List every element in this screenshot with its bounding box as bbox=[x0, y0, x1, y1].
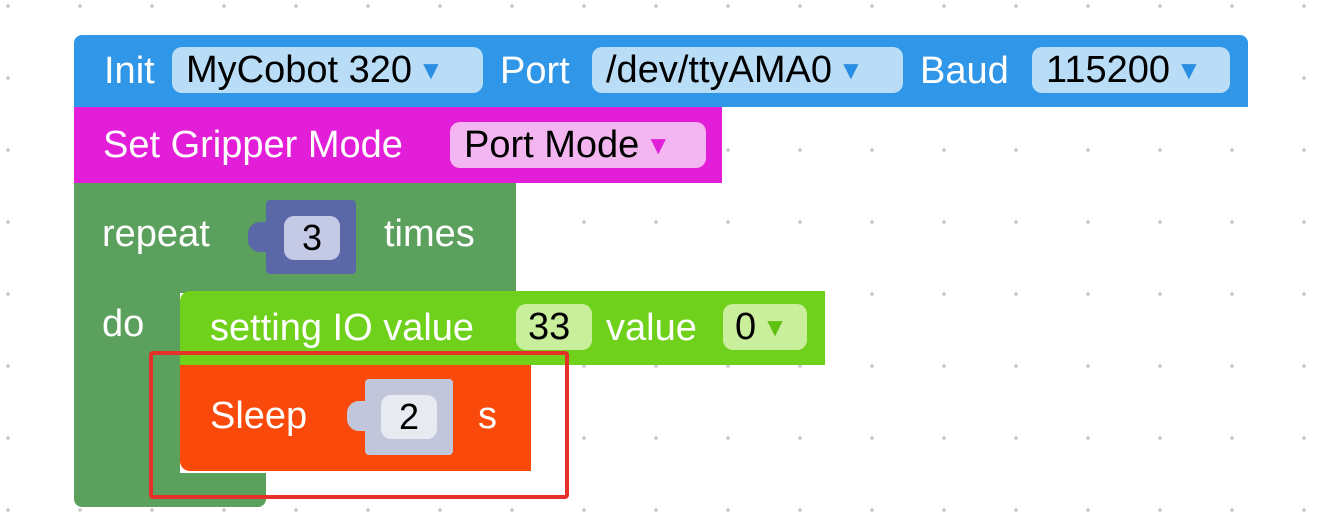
dropdown-arrow-icon: ▼ bbox=[837, 55, 864, 85]
sleep-unit-label: s bbox=[478, 395, 497, 437]
repeat-count-input-block[interactable]: 3 bbox=[248, 200, 356, 274]
repeat-count-field[interactable]: 3 bbox=[284, 216, 340, 260]
sleep-block[interactable]: Sleep s bbox=[180, 365, 531, 471]
set-gripper-mode-block[interactable]: Set Gripper Mode Port Mode ▼ bbox=[74, 107, 722, 183]
sleep-seconds-input-block[interactable]: 2 bbox=[347, 379, 453, 455]
gripper-mode-value: Port Mode bbox=[464, 124, 640, 166]
robot-model-dropdown[interactable]: MyCobot 320 ▼ bbox=[172, 47, 483, 93]
repeat-block-arm: do bbox=[74, 293, 180, 473]
robot-model-value: MyCobot 320 bbox=[186, 49, 413, 91]
do-label: do bbox=[102, 303, 145, 345]
io-pin-field[interactable]: 33 bbox=[516, 304, 592, 350]
init-robot-block[interactable]: Init MyCobot 320 ▼ Port /dev/ttyAMA0 ▼ B… bbox=[74, 35, 1248, 107]
init-label: Init bbox=[104, 50, 155, 92]
port-dropdown[interactable]: /dev/ttyAMA0 ▼ bbox=[592, 47, 903, 93]
dropdown-arrow-icon: ▼ bbox=[762, 312, 788, 342]
gripper-mode-dropdown[interactable]: Port Mode ▼ bbox=[450, 122, 706, 168]
input-connector-notch bbox=[347, 401, 373, 431]
dropdown-arrow-icon: ▼ bbox=[1175, 55, 1202, 85]
setting-io-label: setting IO value bbox=[210, 307, 475, 349]
io-value-dropdown[interactable]: 0 ▼ bbox=[723, 304, 807, 350]
io-value-label: value bbox=[606, 307, 697, 349]
io-pin-value: 33 bbox=[528, 306, 571, 348]
dropdown-arrow-icon: ▼ bbox=[645, 130, 672, 160]
input-connector-notch bbox=[248, 222, 274, 252]
repeat-label: repeat bbox=[102, 213, 210, 255]
port-label: Port bbox=[500, 50, 570, 92]
setting-io-value-block[interactable]: setting IO value 33 value 0 ▼ bbox=[180, 291, 825, 365]
port-value: /dev/ttyAMA0 bbox=[606, 49, 832, 91]
times-label: times bbox=[384, 213, 475, 255]
sleep-seconds-field[interactable]: 2 bbox=[381, 395, 437, 439]
sleep-label: Sleep bbox=[210, 395, 308, 437]
dropdown-arrow-icon: ▼ bbox=[418, 55, 444, 85]
baud-value: 115200 bbox=[1046, 49, 1170, 91]
io-value-value: 0 bbox=[735, 306, 757, 348]
repeat-block-bottom bbox=[74, 473, 266, 507]
baud-dropdown[interactable]: 115200 ▼ bbox=[1032, 47, 1230, 93]
gripper-mode-label: Set Gripper Mode bbox=[103, 124, 403, 166]
baud-label: Baud bbox=[920, 50, 1009, 92]
